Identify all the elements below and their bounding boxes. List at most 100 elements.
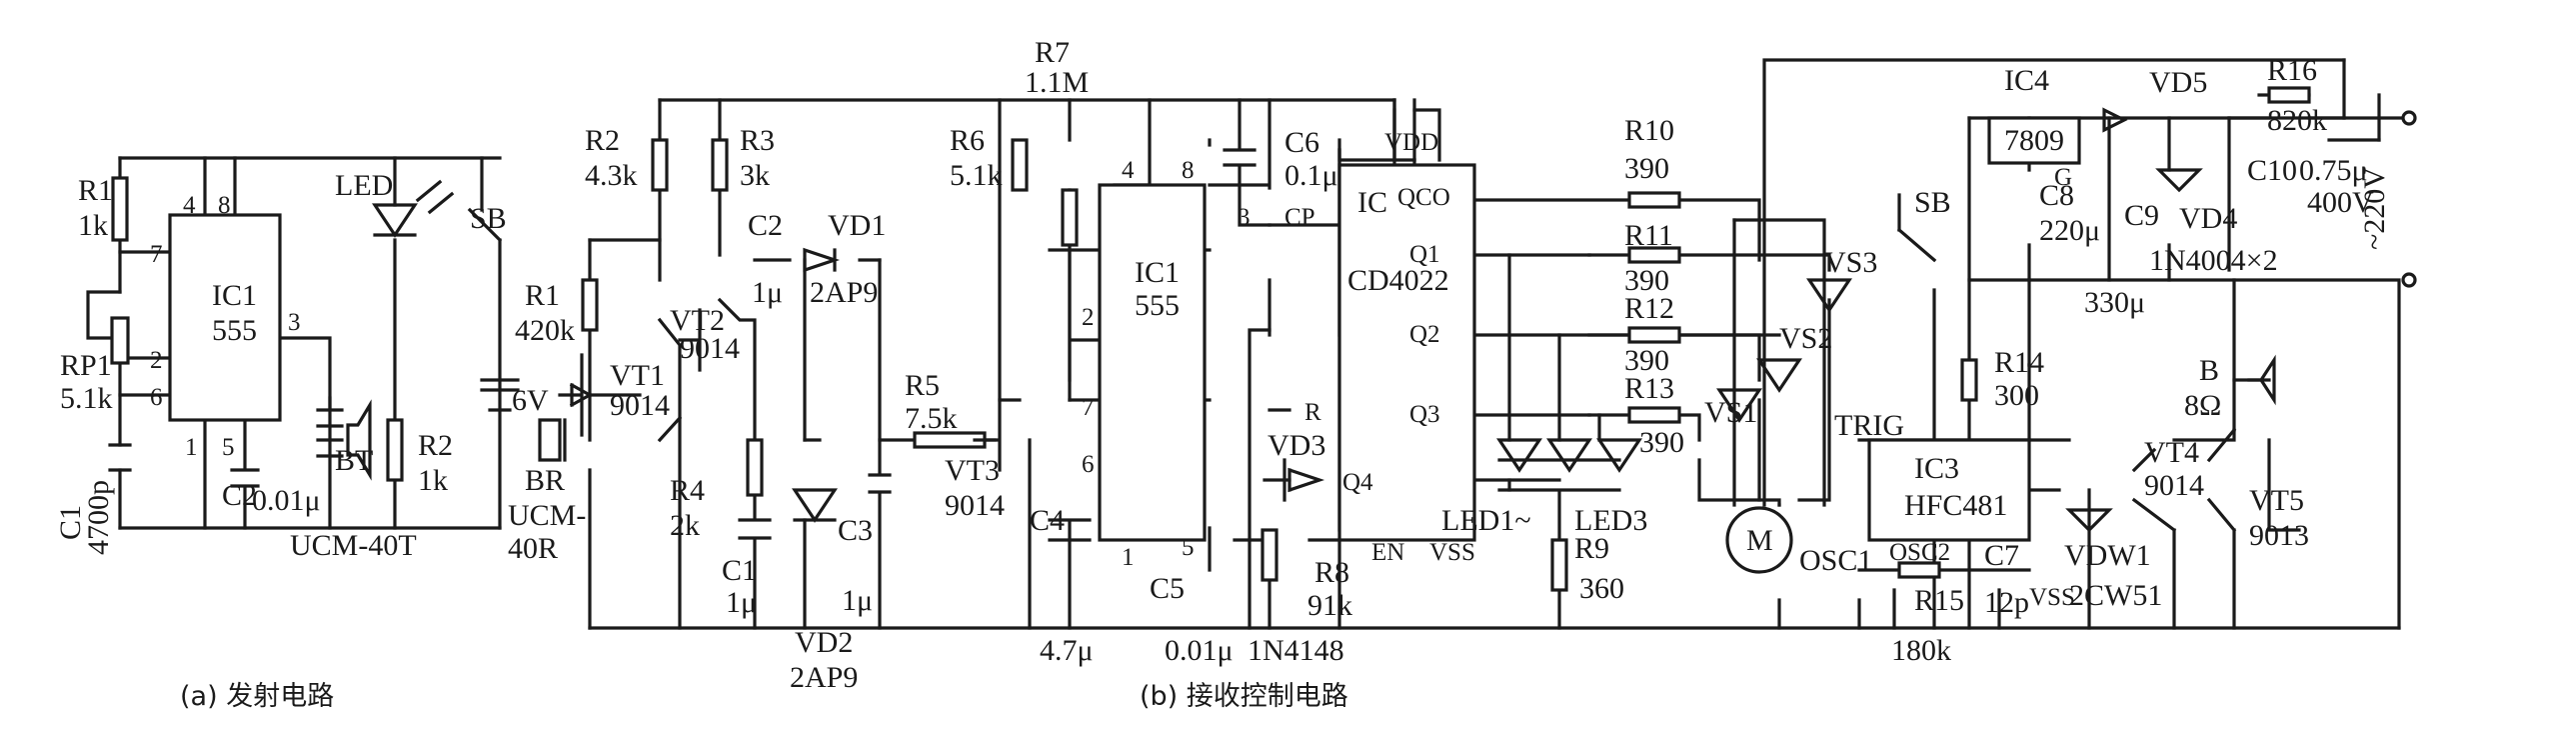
rx-ic-type: CD4022 xyxy=(1347,264,1449,297)
rx-q2-pin: Q2 xyxy=(1409,321,1440,348)
rx-vd4-type: 1N4004×2 xyxy=(2149,244,2278,277)
rx-ic1-555 xyxy=(1098,183,1207,542)
rx-vd3-diode-icon xyxy=(1288,467,1325,493)
rx-mains-terminal-1 xyxy=(2401,110,2417,126)
rx-r14-resistor xyxy=(1960,358,1978,402)
rx-c2-label: C2 xyxy=(748,209,783,242)
rx-r12-resistor xyxy=(1627,326,1681,344)
rx-spk-label: B xyxy=(2199,354,2219,387)
rx-mains-label: ~220V xyxy=(2358,167,2391,250)
rx-r16-value: 820k xyxy=(2267,104,2327,137)
rx-motor-label: M xyxy=(1746,524,1773,557)
rx-vt5-type: 9013 xyxy=(2249,519,2309,552)
tx-r1-label: R1 xyxy=(78,174,113,207)
tx-r2-resistor xyxy=(386,418,404,482)
rx-vd4-diode-icon xyxy=(2155,168,2203,193)
rx-c9-value: 330μ xyxy=(2084,286,2145,319)
rx-c10-voltage: 400V xyxy=(2307,186,2374,219)
rx-pin-3: 3 xyxy=(1238,204,1251,231)
transmitter-circuit xyxy=(86,156,520,530)
tx-r1-resistor xyxy=(111,176,129,242)
rx-r15-resistor xyxy=(1897,561,1941,579)
rx-br-label: BR xyxy=(525,464,565,497)
rx-pin-2: 2 xyxy=(1082,304,1095,331)
rx-r5-value: 7.5k xyxy=(905,402,958,435)
rx-r9-label: R9 xyxy=(1574,532,1609,565)
rx-r5-label: R5 xyxy=(905,369,940,402)
rx-ic3-hfc481 xyxy=(1867,438,2031,542)
rx-pin-4: 4 xyxy=(1122,157,1135,184)
rx-led1-label: LED1~ xyxy=(1441,504,1531,537)
rx-r7-value: 1.1M xyxy=(1025,66,1089,99)
rx-r11-label: R11 xyxy=(1624,219,1673,252)
rx-ic3-type: HFC481 xyxy=(1904,489,2007,522)
tx-rp1-resistor xyxy=(110,316,130,365)
rx-pin-7: 7 xyxy=(1082,394,1095,421)
rx-mains-terminal-2 xyxy=(2401,272,2417,288)
tx-r2-value: 1k xyxy=(418,464,448,497)
rx-spk-value: 8Ω xyxy=(2184,389,2221,422)
tx-pin-4: 4 xyxy=(183,192,196,219)
rx-vs2-thyristor-icon xyxy=(1756,358,1802,393)
rx-r6-label: R6 xyxy=(950,124,985,157)
rx-ic3-label: IC3 xyxy=(1914,452,1959,485)
rx-vd1-diode-icon xyxy=(803,247,841,273)
rx-c8-label: C8 xyxy=(2039,179,2074,212)
rx-vd1-type: 2AP9 xyxy=(810,276,878,309)
tx-bt-piezo-icon xyxy=(316,438,344,458)
rx-c4-value: 4.7μ xyxy=(1040,634,1094,667)
rx-r6-resistor xyxy=(1011,138,1029,192)
rx-br-type-1: UCM- xyxy=(508,499,586,532)
rx-vs2-label: VS2 xyxy=(1779,322,1832,355)
rx-r9-value: 360 xyxy=(1579,572,1624,605)
rx-ic1-type: 555 xyxy=(1135,289,1180,322)
rx-c5-label: C5 xyxy=(1150,572,1185,605)
rx-c6-value: 0.1μ xyxy=(1285,159,1338,192)
rx-c1-label: C1 xyxy=(722,554,757,587)
tx-battery-icon xyxy=(480,378,520,412)
rx-vt5-label: VT5 xyxy=(2249,484,2304,517)
rx-c3-label: C3 xyxy=(838,514,873,547)
tx-speaker-icon xyxy=(346,399,372,481)
rx-vt3-type: 9014 xyxy=(945,489,1005,522)
rx-led3-label: LED3 xyxy=(1574,504,1647,537)
rx-r8-resistor xyxy=(1261,528,1279,582)
rx-r10-label: R10 xyxy=(1624,114,1674,147)
rx-osc2-label: OSC2 xyxy=(1889,539,1950,566)
receiver-circuit xyxy=(538,58,2417,630)
rx-speaker-icon xyxy=(2247,354,2276,406)
rx-vs1-thyristor-icon xyxy=(1716,388,1762,423)
rx-vd2-type: 2AP9 xyxy=(790,661,858,694)
rx-r15-value: 180k xyxy=(1891,634,1951,667)
rx-br-type-2: 40R xyxy=(508,532,558,565)
tx-pin-7: 7 xyxy=(150,241,163,268)
rx-vdw1-label: VDW1 xyxy=(2064,539,2151,572)
rx-led-array-icon xyxy=(1496,438,1642,473)
rx-pin-8: 8 xyxy=(1182,157,1195,184)
tx-c1-value: 4700p xyxy=(82,480,115,555)
rx-vs3-label: VS3 xyxy=(1824,246,1877,279)
rx-c1-value: 1μ xyxy=(726,586,757,619)
tx-r2-label: R2 xyxy=(418,429,453,462)
rx-vt3-label: VT3 xyxy=(945,454,1000,487)
rx-r4-value: 2k xyxy=(670,509,700,542)
rx-r10-value: 390 xyxy=(1624,152,1669,185)
rx-r3-resistor xyxy=(711,138,729,192)
rx-r12-value: 390 xyxy=(1624,344,1669,377)
rx-ic4-type: 7809 xyxy=(2004,124,2064,157)
tx-rp1-value: 5.1k xyxy=(60,382,113,415)
tx-r1-value: 1k xyxy=(78,209,108,242)
rx-r13-resistor xyxy=(1627,406,1681,424)
rx-vss2-pin: VSS xyxy=(2029,584,2075,611)
rx-r10-resistor xyxy=(1627,191,1681,209)
rx-vt4-type: 9014 xyxy=(2144,469,2204,502)
rx-caption: (b) 接收控制电路 xyxy=(1140,681,1348,712)
rx-vss-pin: VSS xyxy=(1429,539,1475,566)
rx-r14-label: R14 xyxy=(1994,346,2044,379)
rx-vdw1-zener-icon xyxy=(2065,508,2113,533)
rx-r4-resistor xyxy=(746,438,764,497)
rx-c2-value: 1μ xyxy=(752,276,783,309)
tx-battery-label: 6V xyxy=(512,384,549,417)
rx-qco-pin: QCO xyxy=(1397,184,1450,211)
rx-r11-resistor xyxy=(1627,246,1681,264)
